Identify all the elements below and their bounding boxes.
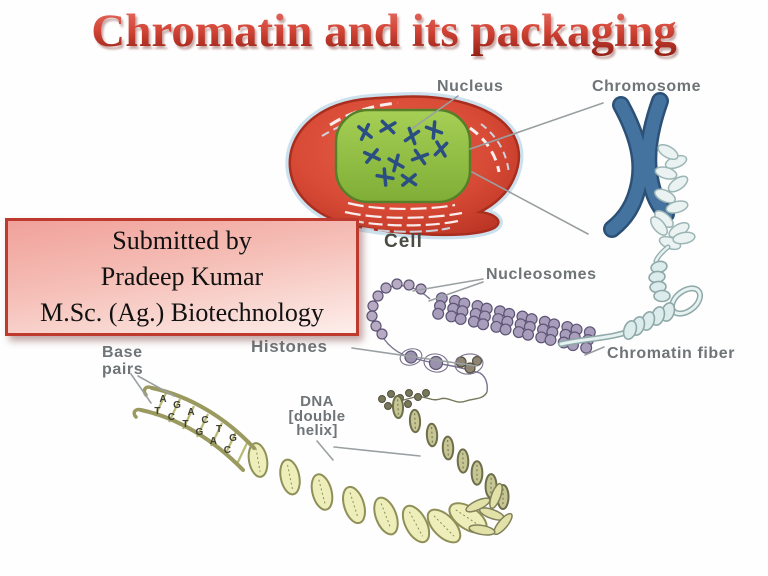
nucleosomes-pointer-line-1 — [412, 278, 484, 292]
nucleus-shape — [334, 108, 472, 204]
credit-line-3: M.Sc. (Ag.) Biotechnology — [40, 298, 324, 327]
base-pairs-pointer-line-2 — [137, 375, 175, 397]
histones-pointer-line — [351, 347, 478, 367]
base-pairs-label-line1: Base — [102, 344, 143, 361]
dna-label: DNA [double helix] — [284, 393, 350, 439]
er-arcs — [321, 101, 510, 233]
chromatin-fiber-pointer-line — [584, 346, 605, 356]
pointer-lines — [130, 95, 605, 461]
svg-text:T: T — [154, 406, 160, 417]
histones-label: Histones — [251, 337, 328, 356]
nucleus-pointer-line — [412, 95, 459, 129]
nucleosomes-pointer-line-2 — [428, 281, 484, 302]
svg-text:C: C — [224, 445, 231, 456]
chromatin-fiber-label: Chromatin fiber — [607, 345, 736, 362]
dna-label-line1: DNA — [300, 393, 334, 410]
slide-title: Chromatin and its packaging — [0, 4, 768, 58]
credit-box: Submitted by Pradeep Kumar M.Sc. (Ag.) B… — [5, 218, 359, 336]
base-pairs-pointer-line-1 — [130, 373, 152, 404]
condensed-loops — [650, 143, 696, 251]
solenoid-coil — [432, 292, 596, 354]
chromosome-illustration — [603, 92, 675, 238]
svg-text:G: G — [173, 400, 181, 411]
dna-yellow-helix — [247, 442, 488, 544]
cell-to-chromosome-line-lower — [471, 171, 589, 235]
svg-text:T: T — [182, 419, 188, 430]
svg-text:A: A — [210, 436, 217, 447]
nucleosomes-label: Nucleosomes — [486, 266, 597, 283]
credit-line-1: Submitted by — [112, 226, 252, 255]
chromatin-fiber-coil — [558, 244, 704, 347]
svg-text:C: C — [168, 412, 175, 423]
cell-illustration — [285, 92, 524, 240]
dna-pointer-line-2 — [333, 446, 421, 457]
chromosome-label: Chromosome — [592, 78, 702, 95]
cell-label: Cell — [384, 231, 423, 252]
svg-text:G: G — [229, 433, 237, 444]
dna-dark-helix — [391, 395, 510, 510]
dna-label-line3: helix] — [296, 422, 338, 439]
svg-text:G: G — [196, 427, 204, 438]
credit-line-2: Pradeep Kumar — [100, 262, 264, 291]
base-pairs-label-line2: pairs — [102, 361, 144, 378]
dna-helix-flourish — [465, 482, 513, 536]
nucleus-label: Nucleus — [437, 78, 504, 95]
svg-text:C: C — [201, 415, 208, 426]
svg-text:A: A — [187, 407, 194, 418]
nucleus-chromosomes — [357, 119, 449, 187]
base-pairs-label: Base pairs — [102, 344, 143, 378]
cell-to-chromosome-line-upper — [469, 102, 604, 150]
dna-label-line2: [double — [288, 407, 346, 425]
nucleosome-string — [366, 278, 431, 356]
fiber-coil-loops — [622, 260, 676, 341]
svg-text:A: A — [159, 394, 166, 405]
nucleosome-beads — [366, 278, 427, 340]
svg-text:T: T — [216, 424, 222, 435]
dna-pointer-line-1 — [316, 440, 334, 461]
